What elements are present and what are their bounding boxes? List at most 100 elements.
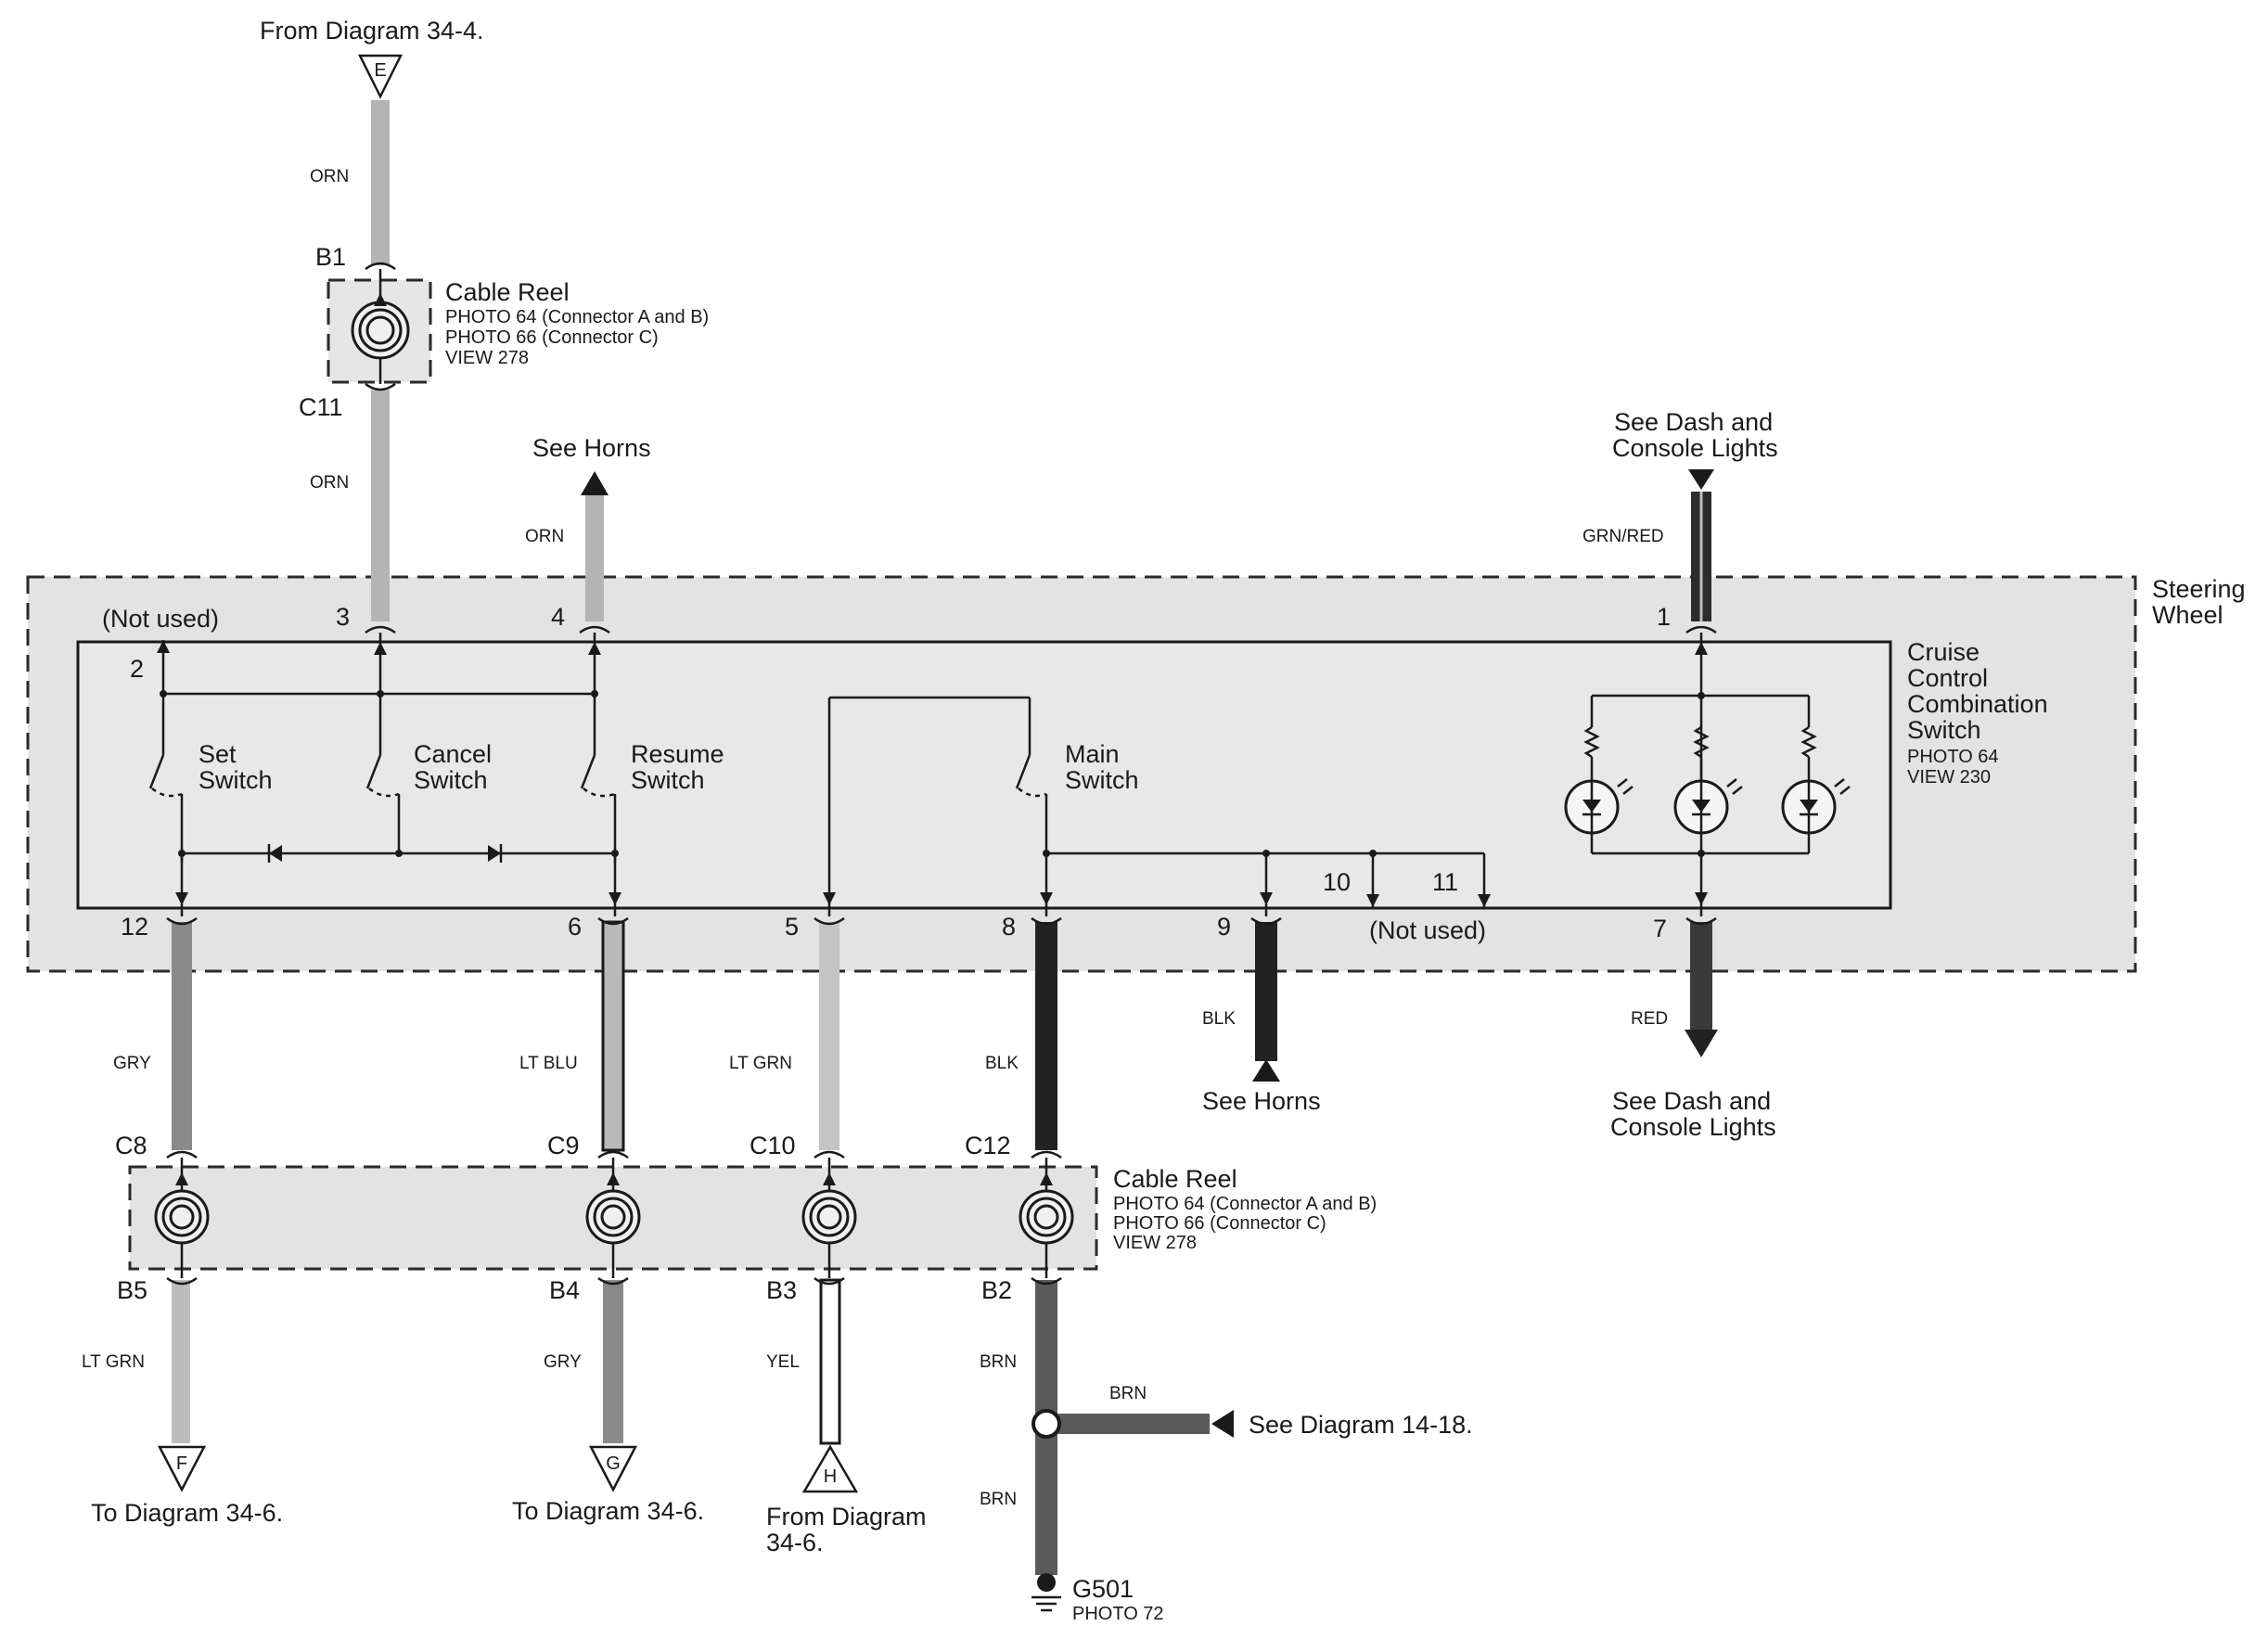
offpage-g-label: G (606, 1453, 621, 1474)
wire-label-orn-3: ORN (525, 527, 564, 546)
pin-12: 12 (121, 913, 148, 941)
ref-see-horns-top: See Horns (532, 434, 651, 462)
wire-label-orn-2: ORN (310, 473, 349, 493)
wire-lt-grn-b5 (172, 1280, 190, 1443)
wire-red-pin7 (1690, 922, 1712, 1033)
offpage-connector-h: H (801, 1444, 859, 1493)
cable-reel-top-line1: PHOTO 64 (Connector A and B) (445, 307, 709, 327)
cable-reel-top-line3: VIEW 278 (445, 348, 529, 368)
wire-gry-pin12 (172, 922, 192, 1150)
junction-dots (160, 690, 1705, 857)
ref-to-diagram-34-6-g: To Diagram 34-6. (512, 1497, 704, 1525)
pin-3: 3 (336, 603, 350, 631)
cruise-switch-view: VIEW 230 (1907, 767, 1991, 787)
ref-to-diagram-34-6-f: To Diagram 34-6. (91, 1499, 283, 1527)
offpage-connector-e: E (357, 54, 404, 99)
ground-symbol-icon (1031, 1573, 1061, 1612)
diode-right (488, 844, 503, 863)
offpage-connector-g: G (588, 1445, 638, 1492)
cruise-switch-label-2: Control (1907, 664, 1988, 692)
pin-down-arrows (175, 892, 1708, 907)
pin-caps (166, 262, 1717, 1286)
wire-label-blk-2: BLK (1202, 1009, 1236, 1029)
led-indicator-2 (1673, 778, 1743, 835)
cable-reel-bottom-line3: VIEW 278 (1113, 1233, 1197, 1253)
cable-reel-coil-top (351, 269, 410, 384)
pin-7: 7 (1653, 915, 1667, 942)
cable-reel-top-line2: PHOTO 66 (Connector C) (445, 327, 659, 348)
resume-switch-label-2: Switch (631, 766, 705, 794)
connector-b1: B1 (315, 243, 346, 271)
arrow-up-see-horns (581, 471, 609, 495)
wire-label-brn-1: BRN (980, 1352, 1017, 1372)
offpage-connector-f: F (157, 1445, 207, 1492)
wire-label-red: RED (1631, 1009, 1668, 1029)
connector-b5: B5 (117, 1276, 147, 1304)
pin-not-used-bottom: (Not used) (1369, 916, 1486, 944)
offpage-h-label: H (824, 1466, 837, 1487)
main-switch-label-1: Main (1065, 740, 1120, 768)
resume-switch-label-1: Resume (631, 740, 724, 768)
ref-see-dash-bottom-2: Console Lights (1610, 1113, 1776, 1141)
connector-c8: C8 (115, 1132, 147, 1159)
connector-c9: C9 (547, 1132, 580, 1159)
diode-left (267, 844, 282, 863)
main-switch-label-2: Switch (1065, 766, 1139, 794)
connector-c11: C11 (299, 393, 343, 421)
wire-label-blk-1: BLK (985, 1054, 1019, 1073)
wire-label-lt-grn-2: LT GRN (82, 1352, 145, 1372)
offpage-e-label: E (374, 60, 386, 81)
cable-reel-bottom-title: Cable Reel (1113, 1165, 1237, 1193)
ground-photo-label: PHOTO 72 (1072, 1604, 1164, 1624)
ref-see-dash-top-2: Console Lights (1612, 434, 1778, 462)
pin-2: 2 (130, 655, 144, 683)
steering-wheel-label-1: Steering (2152, 575, 2246, 603)
pin-6: 6 (568, 913, 582, 941)
connector-b4: B4 (549, 1276, 580, 1304)
cruise-switch-label-4: Switch (1907, 716, 1981, 744)
cable-reel-coil-c10 (801, 1158, 857, 1278)
wire-gry-b4 (603, 1280, 623, 1443)
cable-reel-bottom-line1: PHOTO 64 (Connector A and B) (1113, 1194, 1377, 1214)
led-indicator-1 (1564, 778, 1634, 835)
pin-11: 11 (1432, 868, 1458, 896)
pin-9: 9 (1217, 913, 1231, 941)
wire-orn-horns (585, 492, 604, 621)
connector-b3: B3 (766, 1276, 797, 1304)
wire-label-brn-2: BRN (1109, 1384, 1147, 1403)
arrow-up-see-horns-bottom (1252, 1059, 1280, 1082)
wire-lt-grn-pin5 (819, 922, 839, 1150)
led-indicator-3 (1781, 778, 1851, 835)
cruise-control-switch-box (76, 640, 1892, 910)
wire-blk-pin9 (1255, 922, 1277, 1061)
cruise-switch-label-3: Combination (1907, 690, 2048, 718)
set-switch-label-1: Set (199, 740, 237, 768)
wire-brn-splice (1046, 1414, 1210, 1434)
wire-label-yel: YEL (766, 1352, 800, 1372)
cable-reel-bottom-line2: PHOTO 66 (Connector C) (1113, 1213, 1326, 1234)
wire-label-orn-1: ORN (310, 167, 349, 186)
arrow-left-see-14-18 (1211, 1410, 1234, 1438)
pin-not-used-top: (Not used) (102, 605, 219, 633)
ground-g501-label: G501 (1072, 1575, 1134, 1603)
steering-wheel-label-2: Wheel (2152, 601, 2223, 629)
resistors (1583, 725, 1817, 759)
cable-reel-coil-c8 (154, 1158, 210, 1278)
wire-label-gry-2: GRY (544, 1352, 582, 1372)
wire-lt-blu-pin6 (601, 920, 625, 1152)
ref-from-diagram-34-4: From Diagram 34-4. (260, 17, 484, 45)
cable-reel-coil-c9 (585, 1158, 641, 1278)
wire-orn-top (371, 100, 390, 265)
cable-reel-coil-c12 (1019, 1158, 1074, 1278)
cancel-switch-label-2: Switch (414, 766, 488, 794)
arrow-down-see-dash-top (1688, 469, 1714, 490)
ref-see-dash-bottom-1: See Dash and (1612, 1087, 1771, 1115)
ref-from-diagram-34-6-h-2: 34-6. (766, 1529, 824, 1556)
pin-5: 5 (785, 913, 799, 941)
wire-label-brn-3: BRN (980, 1490, 1017, 1509)
set-switch-label-2: Switch (199, 766, 273, 794)
offpage-f-label: F (176, 1453, 187, 1474)
pin-1: 1 (1657, 603, 1671, 631)
ref-see-diagram-14-18: See Diagram 14-18. (1249, 1411, 1473, 1439)
